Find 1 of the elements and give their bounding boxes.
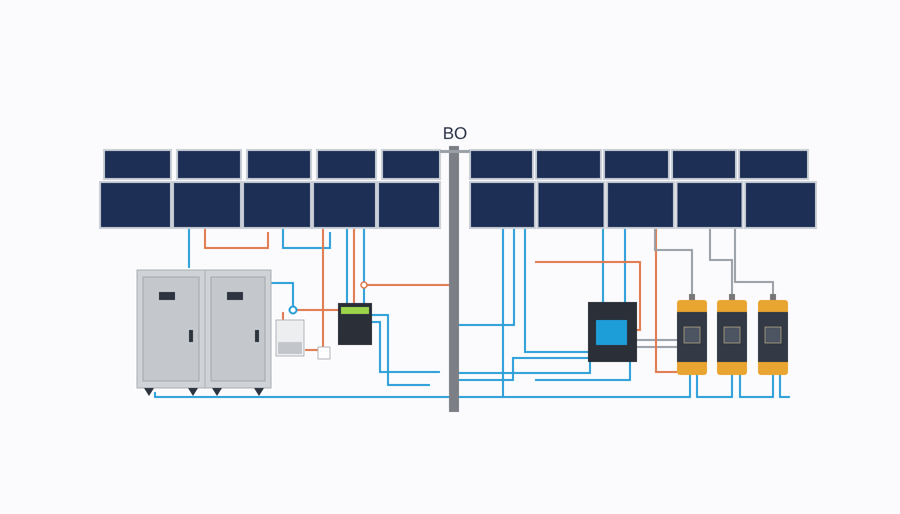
label-text: BO — [442, 124, 468, 144]
